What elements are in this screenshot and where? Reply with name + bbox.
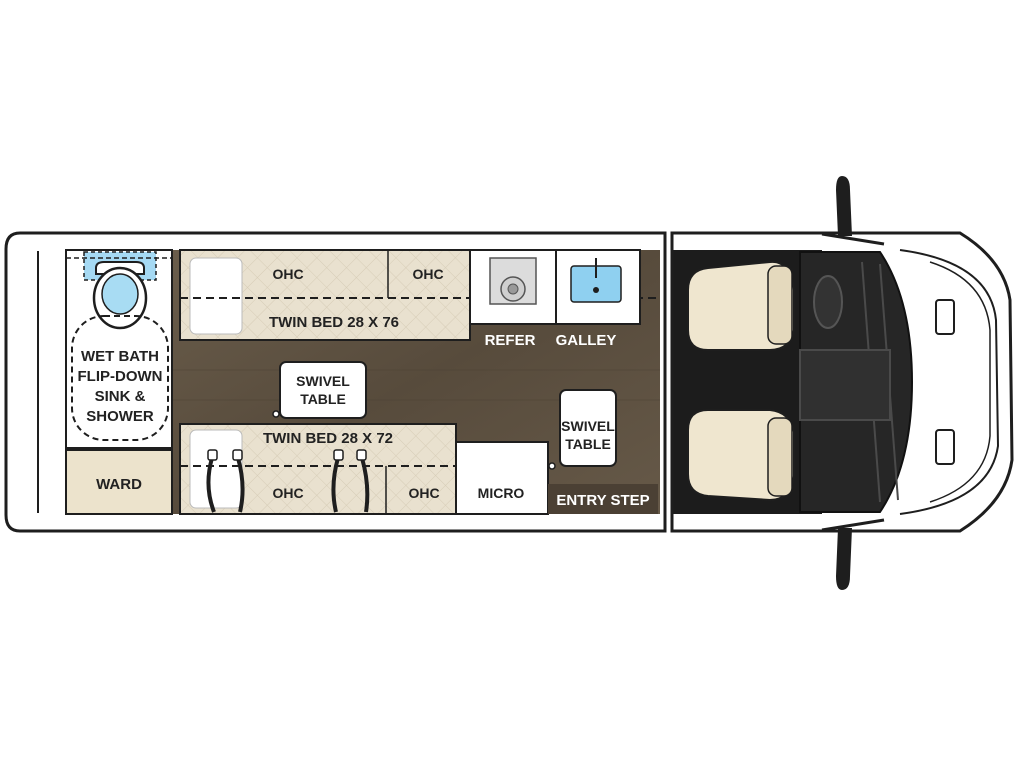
- wet-bath-label-2: FLIP-DOWN: [78, 368, 163, 385]
- swivel-table-right-label-1: SWIVEL: [561, 418, 615, 434]
- mirror-top-icon: [821, 176, 885, 246]
- galley: GALLEY: [555, 249, 641, 349]
- ohc-top-label-2: OHC: [412, 266, 443, 282]
- dashboard: [799, 261, 899, 503]
- ward-label: WARD: [96, 476, 142, 493]
- wet-bath-label-4: SHOWER: [86, 408, 154, 425]
- wet-bath-label-3: SINK &: [95, 388, 146, 405]
- toilet-icon: [92, 261, 148, 330]
- seatbelt-icon: [206, 457, 370, 513]
- entry-step-label: ENTRY STEP: [556, 492, 649, 509]
- twin-bed-top: OHC OHC TWIN BED 28 X 76: [179, 249, 660, 341]
- pillow: [189, 257, 243, 335]
- swivel-table-right: SWIVEL TABLE: [559, 389, 617, 467]
- wet-bath: WET BATH FLIP-DOWN SINK & SHOWER: [65, 249, 173, 449]
- ohc-bottom-label-2: OHC: [408, 485, 439, 501]
- passenger-seat: [687, 409, 795, 502]
- galley-label: GALLEY: [556, 332, 617, 349]
- steering-wheel-icon: [813, 275, 843, 329]
- micro-label: MICRO: [478, 485, 525, 501]
- entry-step: ENTRY STEP: [548, 484, 658, 514]
- wardrobe: WARD: [65, 449, 173, 515]
- wet-bath-label-1: WET BATH: [81, 348, 159, 365]
- twin-bed-bottom-label: TWIN BED 28 X 72: [263, 430, 393, 447]
- twin-bed-bottom: TWIN BED 28 X 72 OHC OHC: [179, 423, 548, 515]
- pillow: [189, 429, 243, 509]
- swivel-table-left-label-1: SWIVEL: [296, 373, 350, 389]
- swivel-table-left: SWIVEL TABLE: [272, 361, 367, 419]
- shower-outline: [71, 315, 169, 441]
- ohc-bottom-label-1: OHC: [272, 485, 303, 501]
- ohc-top-label-1: OHC: [272, 266, 303, 282]
- refrigerator: REFER: [469, 249, 557, 349]
- microwave: MICRO: [455, 441, 556, 515]
- twin-bed-top-label: TWIN BED 28 X 76: [269, 314, 399, 331]
- refer-label: REFER: [485, 332, 536, 349]
- driver-seat: [687, 260, 795, 351]
- swivel-table-left-label-2: TABLE: [300, 391, 346, 407]
- swivel-table-right-label-2: TABLE: [565, 436, 611, 452]
- mirror-bottom-icon: [821, 518, 885, 590]
